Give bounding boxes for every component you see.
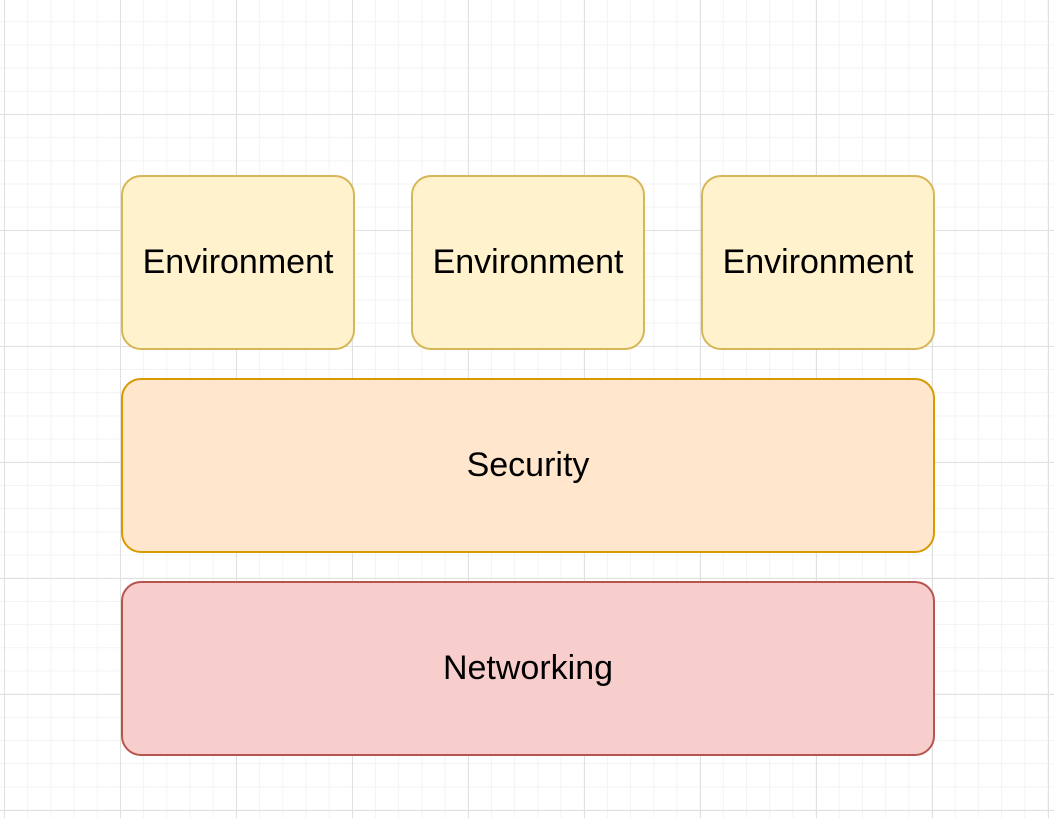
- environment-label-1: Environment: [142, 243, 334, 281]
- environment-label-3: Environment: [722, 243, 914, 281]
- environment-box-3[interactable]: Environment: [701, 175, 935, 350]
- networking-label: Networking: [442, 649, 614, 687]
- environment-box-1[interactable]: Environment: [121, 175, 355, 350]
- environment-box-2[interactable]: Environment: [411, 175, 645, 350]
- security-label: Security: [466, 446, 590, 484]
- security-layer[interactable]: Security: [121, 378, 935, 553]
- networking-layer[interactable]: Networking: [121, 581, 935, 756]
- environment-label-2: Environment: [432, 243, 624, 281]
